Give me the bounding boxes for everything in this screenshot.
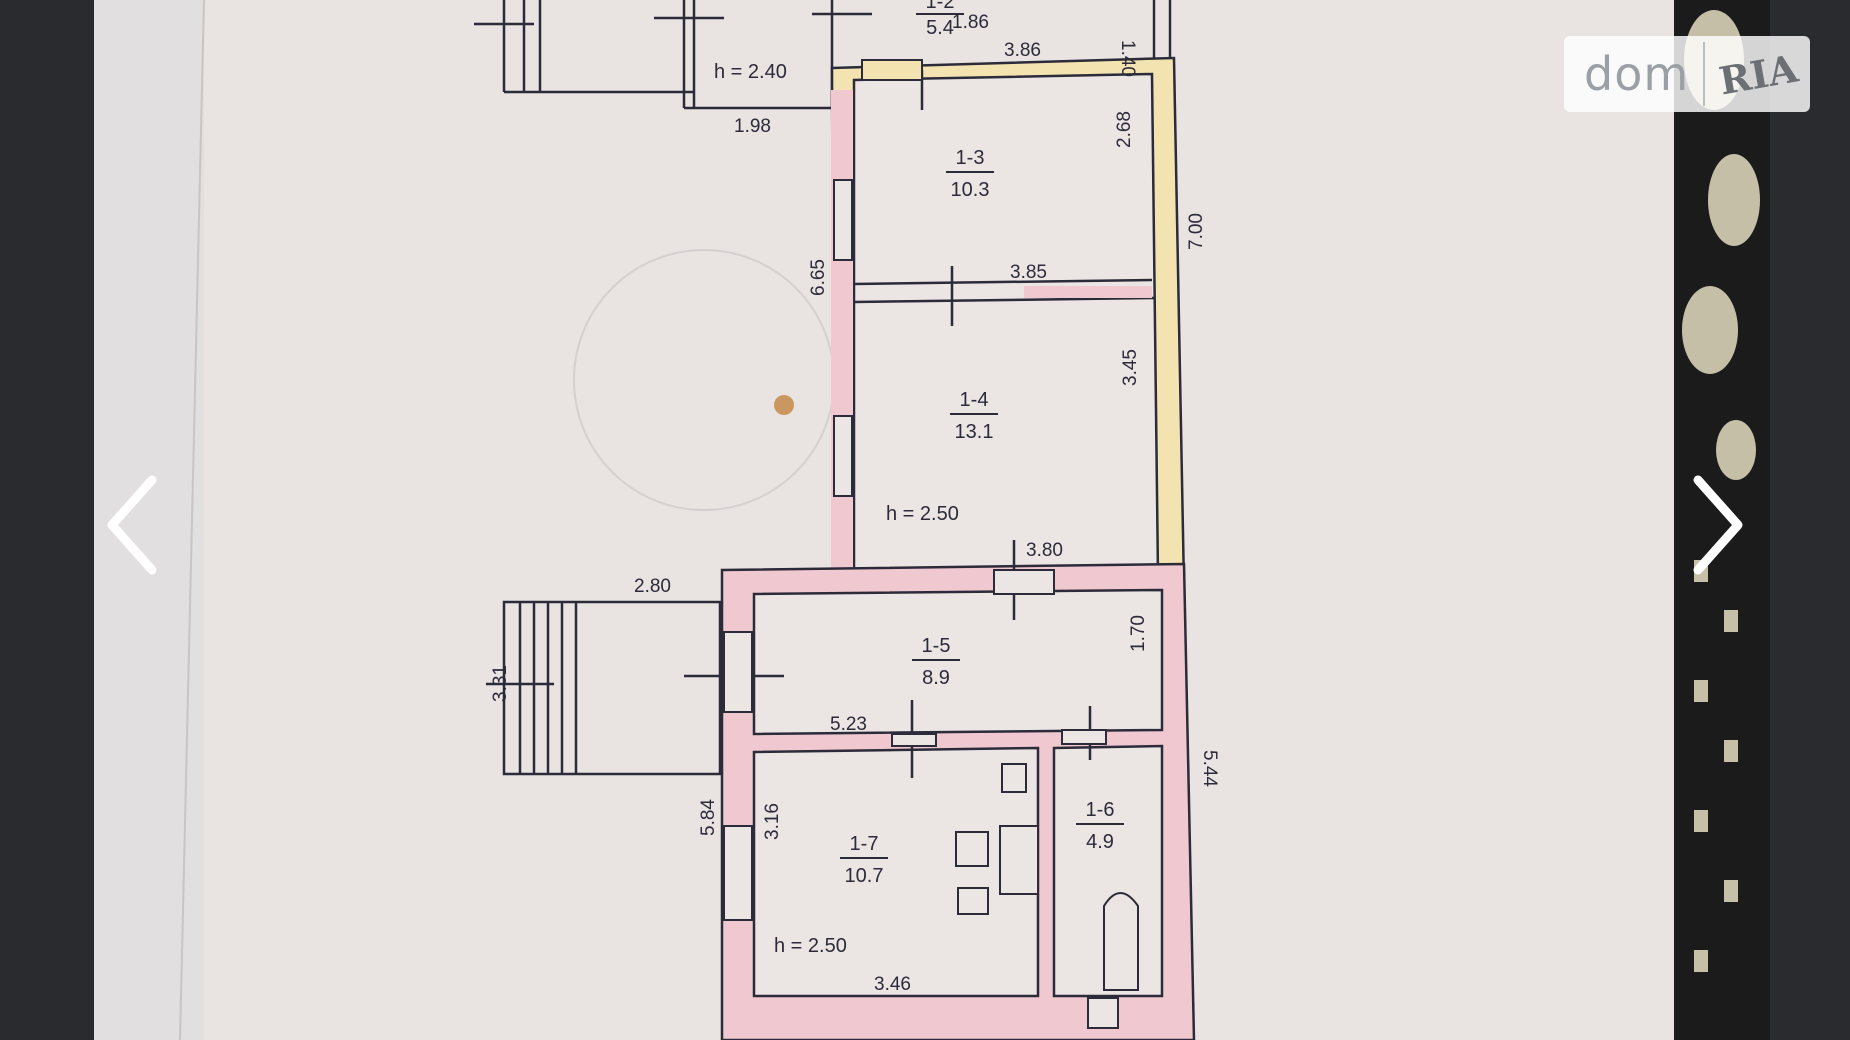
viewer-left-margin: [0, 0, 94, 1040]
dim-label: 6.65: [808, 259, 829, 296]
floor-plan-photo: 1.86 3.86 1.40 1.98 2.68 3.85 7.00 6.65 …: [94, 0, 1770, 1040]
lower-windows: [723, 631, 1119, 1029]
dim-label: 3.46: [874, 974, 911, 995]
dim-label: 3.45: [1120, 349, 1141, 386]
room-area: 5.4: [926, 17, 954, 39]
top-structure: [474, 0, 1172, 110]
dim-label: 1.86: [952, 12, 989, 33]
room-area: 4.9: [1086, 831, 1114, 853]
watermark-divider: [1703, 42, 1706, 106]
height-label: h = 2.40: [714, 61, 787, 83]
dim-label: 3.16: [762, 803, 783, 840]
watermark-ria-text: RIA: [1715, 44, 1802, 104]
room-area: 13.1: [955, 421, 994, 443]
kitchen-fixtures: [955, 763, 1039, 915]
viewer-right-margin: [1798, 0, 1850, 1040]
dim-label: 1.40: [1117, 40, 1138, 77]
dim-label: 2.68: [1114, 111, 1135, 148]
bathtub: [1103, 892, 1139, 991]
watermark-dom-text: dom: [1584, 47, 1690, 101]
room-1-7-interior: [752, 746, 1040, 998]
dim-label: 7.00: [1186, 213, 1207, 250]
partition-wall-b: [853, 296, 1155, 304]
dim-label: 5.44: [1199, 750, 1220, 787]
sheet-edge-line: [179, 0, 205, 1040]
stain-mark: [774, 395, 794, 415]
dim-label: 1.70: [1128, 615, 1149, 652]
left-wall-strip: [831, 90, 853, 590]
domria-watermark: dom RIA: [1564, 36, 1810, 112]
dim-label: 1.98: [734, 116, 771, 137]
dim-label: 3.31: [490, 665, 511, 702]
height-label: h = 2.50: [886, 503, 959, 525]
room-id: 1-5: [922, 635, 951, 657]
porch: [486, 600, 722, 776]
room-area: 8.9: [922, 667, 950, 689]
next-image-button[interactable]: [1680, 470, 1750, 580]
room-id: 1-6: [1086, 799, 1115, 821]
room-id: 1-3: [956, 147, 985, 169]
upper-windows: [833, 179, 853, 497]
dim-label: 5.23: [830, 714, 867, 735]
chevron-right-icon: [1693, 475, 1743, 575]
height-labels: h = 2.40 h = 2.50 h = 2.50: [714, 61, 959, 957]
dim-label: 5.84: [698, 799, 719, 836]
height-label: h = 2.50: [774, 935, 847, 957]
room-id: 1-2: [926, 0, 955, 13]
previous-image-button[interactable]: [100, 470, 170, 580]
room-id: 1-7: [850, 833, 879, 855]
chevron-left-icon: [107, 475, 157, 575]
door-frame-top: [861, 59, 923, 81]
partition-fill: [1024, 286, 1152, 298]
room-labels: 1-3 10.3 1-4 13.1 1-5 8.9 1-6 4.9 1-7 10…: [840, 0, 1124, 887]
room-id: 1-4: [960, 389, 989, 411]
room-1-5-interior: [752, 588, 1164, 736]
room-area: 10.7: [845, 865, 884, 887]
dimension-labels: 1.86 3.86 1.40 1.98 2.68 3.85 7.00 6.65 …: [490, 12, 1220, 995]
room-area: 10.3: [951, 179, 990, 201]
doorway-1-4: [993, 569, 1055, 595]
dim-label: 3.80: [1026, 540, 1063, 561]
partition-wall-a: [853, 278, 1153, 286]
dim-label: 2.80: [634, 576, 671, 597]
dim-label: 3.86: [1004, 40, 1041, 61]
dim-label: 3.85: [1010, 262, 1047, 283]
